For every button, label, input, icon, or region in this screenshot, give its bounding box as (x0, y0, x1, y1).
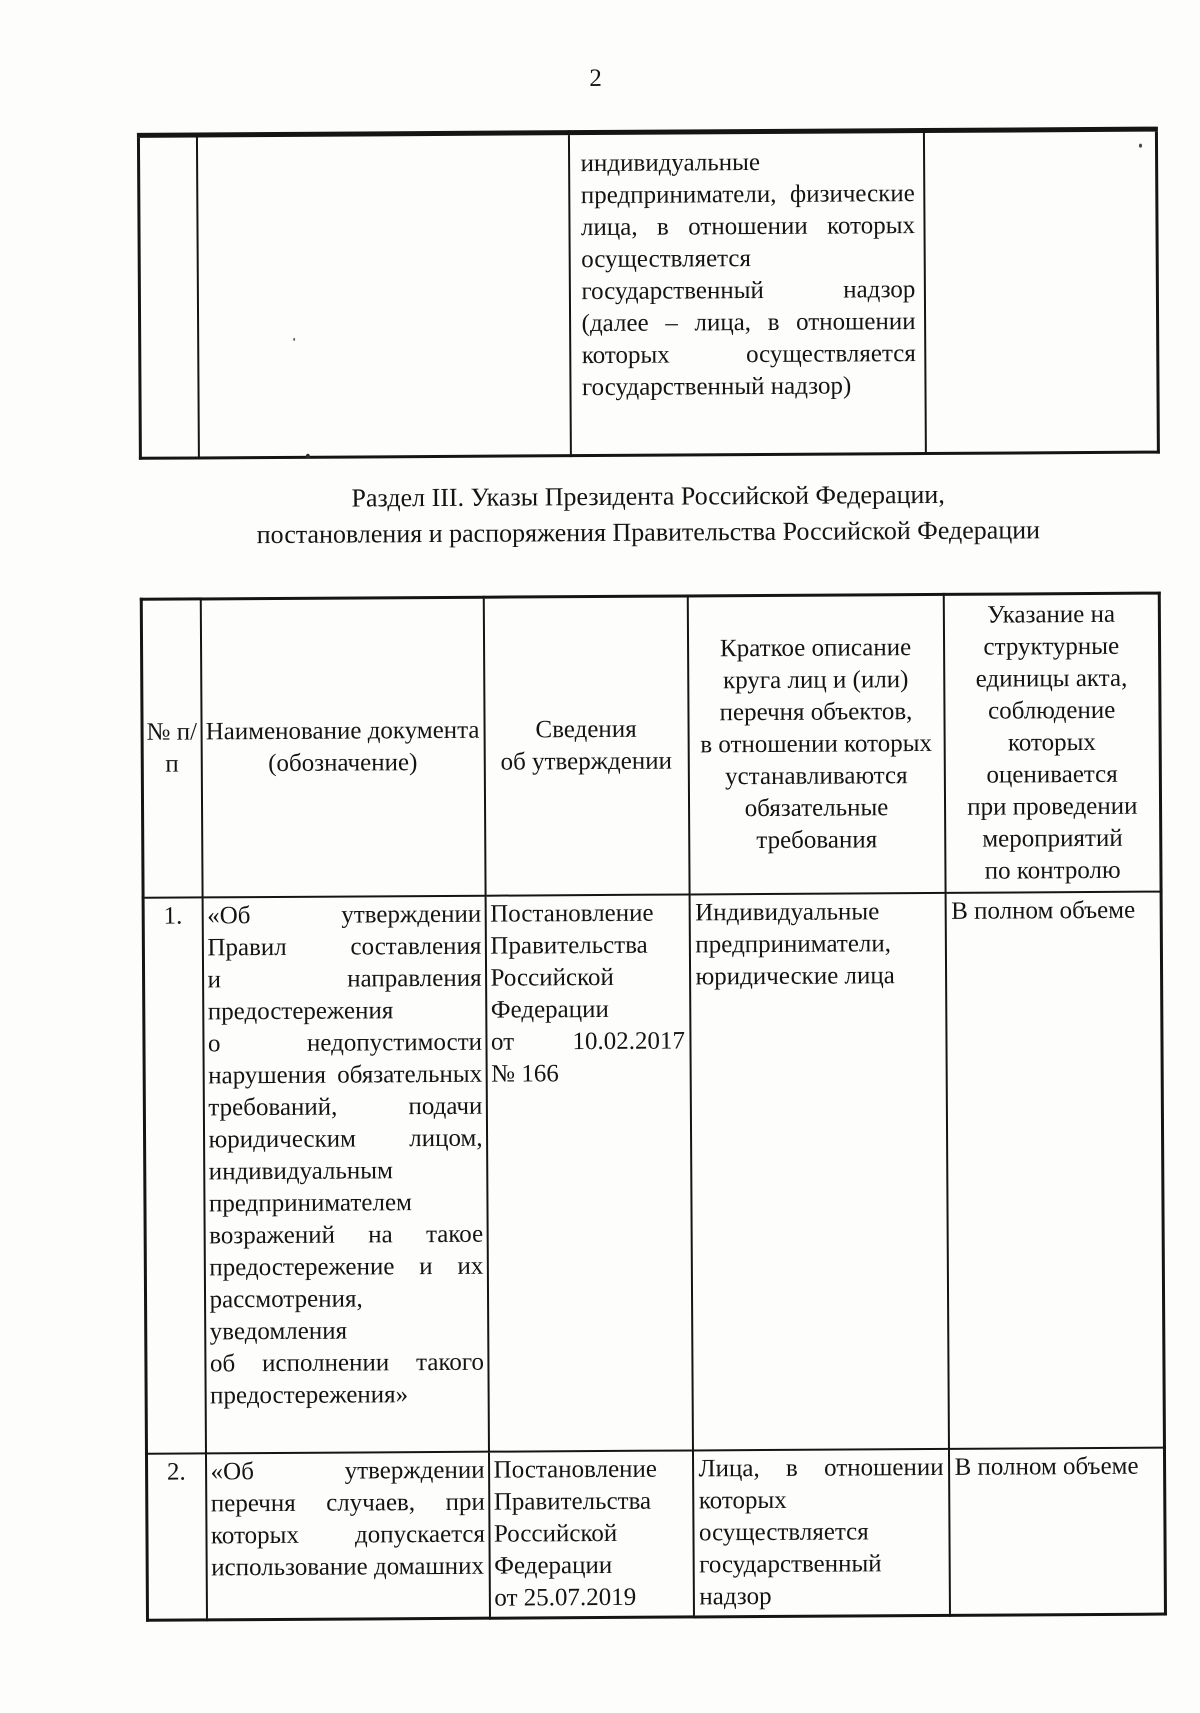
scan-speck (293, 337, 296, 341)
header-cell-approval: Сведения об утверждении (483, 595, 690, 896)
continuation-cell-title-empty (196, 132, 571, 458)
cell-num: 1. (143, 897, 206, 1454)
registry-table: № п/п Наименование документа (обозначени… (139, 591, 1167, 1622)
registry-row-1: 1. «Об утверждении Правил составления и … (143, 891, 1165, 1454)
section-heading-line2: постановления и распоряжения Правительст… (256, 515, 1041, 550)
page-number: 2 (589, 64, 602, 93)
continuation-cell-num-empty (138, 134, 199, 459)
header-cell-units: Указание на структурные единицы акта, со… (943, 593, 1162, 893)
header-cell-title: Наименование документа (обозначение) (200, 597, 486, 898)
continuation-scope-cell: индивидуальные предприниматели, физическ… (568, 130, 926, 456)
cell-units: В полном объеме (948, 1447, 1166, 1616)
cell-title: «Об утверждении перечня случаев, при кот… (205, 1451, 490, 1620)
page-content: индивидуальные предприниматели, физическ… (136, 126, 1167, 1622)
scan-speck (305, 453, 310, 459)
cell-approval: Постановление Правительства Российской Ф… (488, 1450, 694, 1619)
registry-header-row: № п/п Наименование документа (обозначени… (141, 593, 1162, 898)
cell-scope: Индивидуальные предприниматели, юридичес… (689, 892, 949, 1451)
header-cell-scope: Краткое описание круга лиц и (или) переч… (687, 594, 946, 895)
section-heading: Раздел III. Указы Президента Российской … (139, 476, 1157, 554)
continuation-cell-units-empty (923, 129, 1159, 454)
continuation-table: индивидуальные предприниматели, физическ… (136, 126, 1160, 460)
cell-scope: Лица, в отношении которых осуществляется… (692, 1448, 950, 1617)
cell-num: 2. (146, 1453, 207, 1621)
scan-speck (1139, 143, 1143, 148)
registry-row-2: 2. «Об утверждении перечня случаев, при … (146, 1447, 1166, 1621)
section-heading-line1: Раздел III. Указы Президента Российской … (351, 479, 945, 513)
continuation-row: индивидуальные предприниматели, физическ… (138, 129, 1159, 459)
cell-approval: Постановление Правительства Российской Ф… (485, 894, 693, 1452)
cell-units: В полном объеме (945, 891, 1165, 1449)
header-cell-num: № п/п (141, 598, 203, 898)
cell-title: «Об утверждении Правил составления и нап… (202, 895, 489, 1454)
